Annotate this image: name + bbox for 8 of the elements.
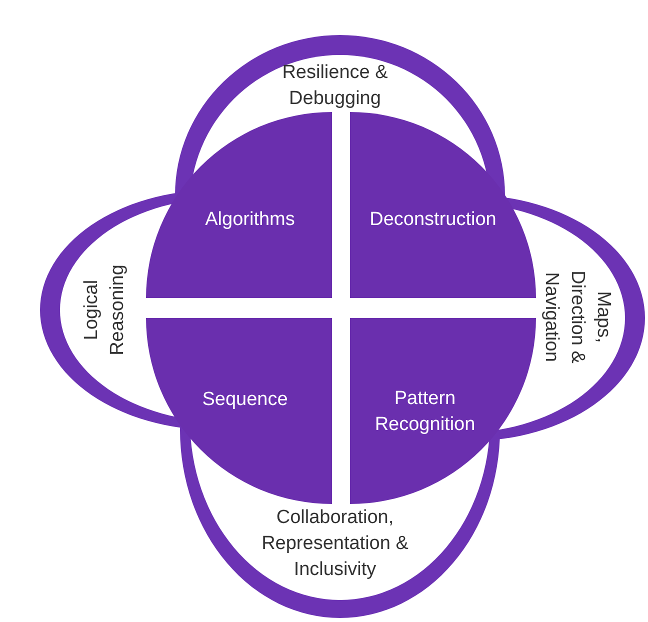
node-label: Algorithms: [204, 208, 296, 232]
node-label: Sequence: [201, 388, 289, 412]
oval-label: Resilience & Debugging: [240, 60, 430, 112]
node-label: Deconstruction: [368, 208, 498, 232]
oval-label: Logical Reasoning: [77, 250, 133, 370]
node-label: Pattern Recognition: [374, 387, 476, 437]
oval-label: Maps, Direction & Navigation: [532, 257, 622, 377]
oval-label: Collaboration, Representation & Inclusivity: [240, 505, 430, 583]
